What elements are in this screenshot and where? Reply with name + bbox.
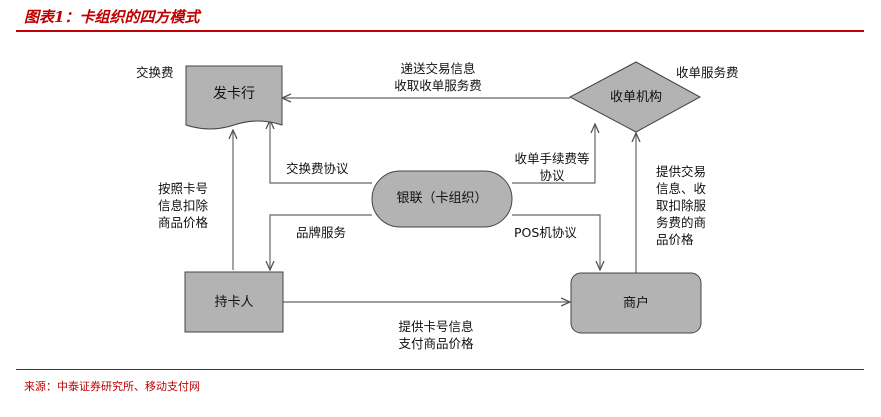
issuer-node [185,65,283,130]
figure-title: 图表1：卡组织的四方模式 [24,8,200,26]
footer-rule [16,369,864,370]
provide-label-2: 信息、收 [656,181,707,196]
title-rule [16,30,864,32]
arrow-union-to-acquirer [512,124,595,184]
cardholder-label: 持卡人 [214,295,254,310]
arrow-union-to-cardholder [270,214,372,270]
union-node [371,170,513,228]
acquirer-node [568,61,702,133]
arrow-union-to-merchant [512,214,600,270]
arrow-union-to-issuer [270,120,372,184]
source-note: 来源：中泰证券研究所、移动支付网 [24,380,200,393]
interchange-fee-label: 交换费 [136,65,174,80]
provide-label-4: 务费的商 [656,215,707,230]
deduct-label-1: 按照卡号 [158,181,209,196]
acq-fee-agreement-label-2: 协议 [539,168,565,183]
deduct-label-3: 商品价格 [158,215,209,230]
top-arrow-label-1: 递送交易信息 [400,61,476,76]
merchant-node [570,272,702,334]
brand-service-label: 品牌服务 [296,225,347,240]
bottom-arrow-label-1: 提供卡号信息 [398,319,474,334]
bottom-arrow-label-2: 支付商品价格 [398,336,474,351]
acq-fee-agreement-label-1: 收单手续费等 [514,151,590,166]
acquirer-label: 收单机构 [609,90,662,105]
top-arrow-label-2: 收取收单服务费 [394,78,482,93]
provide-label-3: 取扣除服 [656,198,707,213]
union-label: 银联（卡组织） [396,191,488,206]
provide-label-5: 品价格 [656,232,694,247]
acquiring-fee-label: 收单服务费 [676,65,739,80]
interchange-agreement-label: 交换费协议 [286,161,349,176]
issuer-label: 发卡行 [213,86,255,102]
merchant-label: 商户 [622,296,649,311]
pos-agreement-label: POS机协议 [514,225,577,240]
deduct-label-2: 信息扣除 [158,198,209,213]
provide-label-1: 提供交易 [656,164,707,179]
cardholder-node [184,271,284,333]
